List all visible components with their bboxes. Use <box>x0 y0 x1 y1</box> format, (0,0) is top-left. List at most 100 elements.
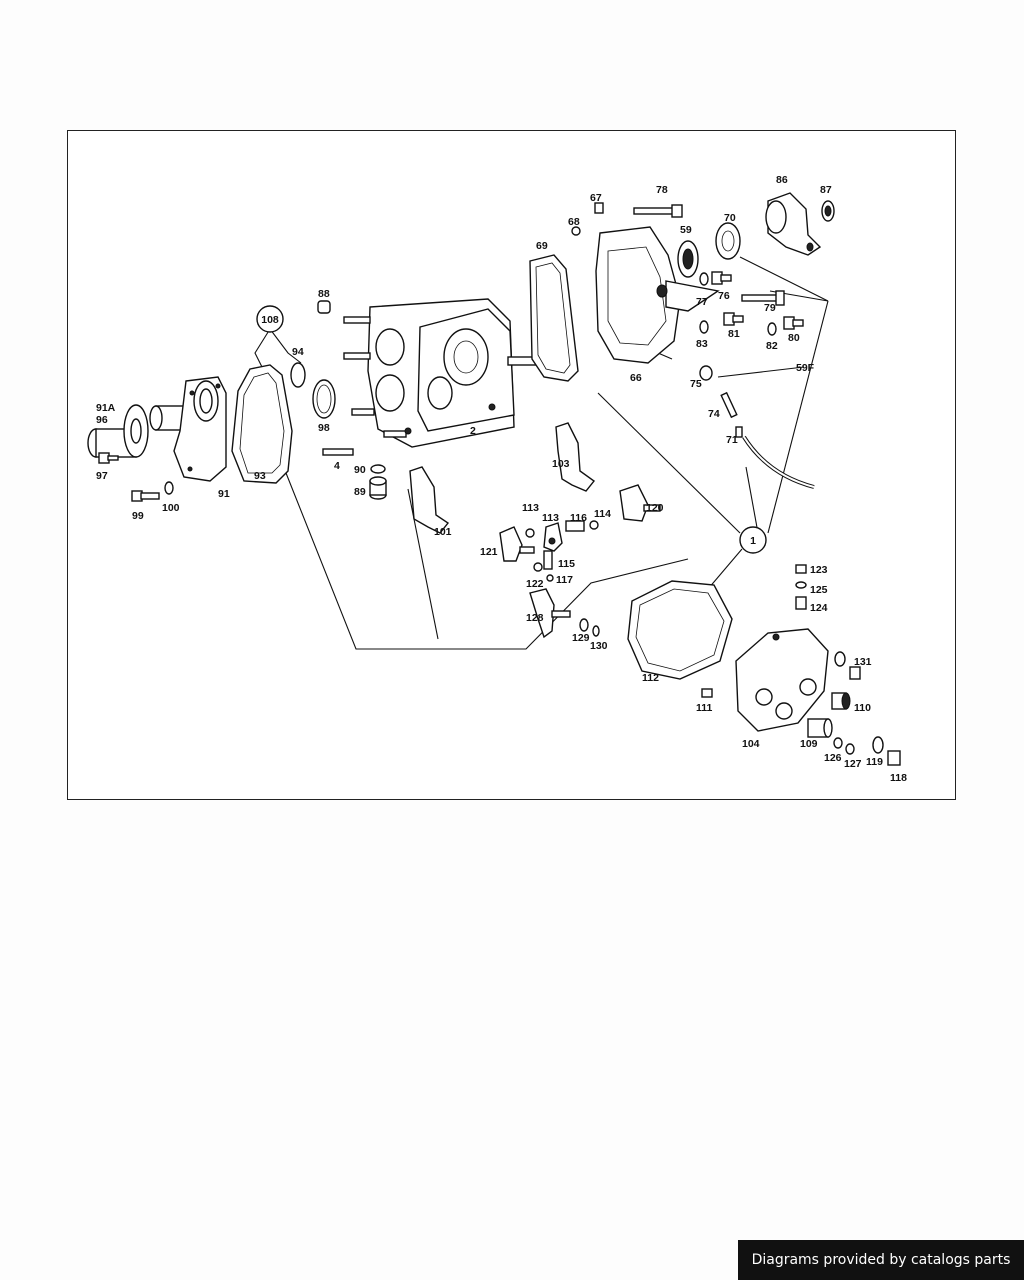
label-p114: 115 <box>558 558 575 570</box>
label-p130: 131 <box>854 656 872 668</box>
label-p122: 123 <box>810 564 828 576</box>
label-p59: 59 <box>680 224 692 236</box>
gasket-93 <box>231 364 293 484</box>
bushing-109 <box>831 692 851 710</box>
bolt-78 <box>633 204 683 218</box>
ring-124 <box>795 581 807 589</box>
label-p81: 81 <box>728 328 740 340</box>
label-p77: 77 <box>696 296 708 308</box>
seal-94 <box>290 362 306 388</box>
bolt-80 <box>783 316 804 330</box>
label-p1: 1 <box>750 535 756 547</box>
label-p69: 69 <box>536 240 548 252</box>
clip-126 <box>845 743 855 755</box>
label-p68: 68 <box>568 216 580 228</box>
label-p101: 101 <box>434 526 452 538</box>
label-p115: 116 <box>570 512 587 524</box>
label-p91: 91 <box>218 488 230 500</box>
label-p90: 90 <box>354 464 366 476</box>
label-p104: 104 <box>742 738 760 750</box>
seal-70 <box>715 222 741 260</box>
flange-86 <box>765 192 822 256</box>
bolt-79 <box>741 290 785 306</box>
label-p71: 71 <box>726 434 738 446</box>
label-p118: 119 <box>866 756 883 768</box>
bolt-76 <box>711 271 732 285</box>
label-p66: 66 <box>630 372 642 384</box>
bolt-99 <box>131 490 160 502</box>
label-p124: 125 <box>810 584 828 596</box>
label-p67: 67 <box>590 192 602 204</box>
ball-121 <box>533 562 543 572</box>
label-p93: 93 <box>254 470 266 482</box>
gasket-69 <box>529 254 579 382</box>
plug-122 <box>795 564 807 574</box>
label-p91A: 91A <box>96 402 116 414</box>
label-p75: 75 <box>690 378 702 390</box>
ball-116 <box>546 574 554 582</box>
label-p2: 2 <box>470 425 476 437</box>
label-p128: 129 <box>572 632 590 644</box>
ring-118 <box>872 736 884 754</box>
label-p113a: 113 <box>522 502 539 514</box>
label-p86: 86 <box>776 174 788 186</box>
shift-fork-101 <box>409 466 450 534</box>
gearbox-case-2 <box>343 298 569 448</box>
ring-98 <box>312 379 336 419</box>
bracket-112 <box>543 522 563 552</box>
label-p80: 80 <box>788 332 800 344</box>
label-p89: 89 <box>354 486 366 498</box>
bolt-130 <box>849 666 861 680</box>
label-p88: 88 <box>318 288 330 300</box>
plug-89 <box>369 476 387 500</box>
plug-88 <box>317 300 331 314</box>
ring-90 <box>370 464 386 474</box>
label-p109: 110 <box>854 702 871 714</box>
leader-lines <box>254 256 829 650</box>
stud-4 <box>322 448 354 456</box>
label-p59F: 59F <box>796 362 815 374</box>
selector-120 <box>499 526 535 562</box>
label-p99: 99 <box>132 510 144 522</box>
ball-68 <box>571 226 581 236</box>
callout-circle-92 <box>256 305 284 333</box>
intermediate-housing-66 <box>595 226 720 364</box>
gasket-111 <box>627 580 733 680</box>
label-p110: 111 <box>696 702 713 714</box>
ring-83 <box>699 320 709 334</box>
exploded-parts-diagram: 108 1 2 4 59 59F 66 67 68 69 70 71 74 75… <box>67 130 956 800</box>
detent-113b <box>589 520 599 530</box>
spring-115 <box>565 520 585 532</box>
clip-129 <box>592 625 600 637</box>
label-p116: 117 <box>556 574 573 586</box>
label-p4: 4 <box>334 460 340 472</box>
ring-125 <box>833 737 843 749</box>
label-p121: 122 <box>526 578 544 590</box>
shift-fork-103 <box>555 422 596 492</box>
label-p127: 128 <box>526 612 544 624</box>
label-p70: 70 <box>724 212 736 224</box>
label-p96: 96 <box>96 414 108 426</box>
label-p74: 74 <box>708 408 720 420</box>
label-p123: 124 <box>810 602 828 614</box>
ring-82 <box>767 322 777 336</box>
label-p111: 112 <box>642 672 659 684</box>
lever-127 <box>529 588 571 639</box>
bolt-81 <box>723 312 744 326</box>
bearing-59 <box>677 240 699 278</box>
label-p92: 108 <box>261 314 279 326</box>
diagram-drawing: 108 1 2 4 59 59F 66 67 68 69 70 71 74 75… <box>87 174 907 784</box>
callout-circle-1 <box>739 526 767 554</box>
label-p103: 103 <box>552 458 570 470</box>
label-p97: 97 <box>96 470 108 482</box>
bolt-117 <box>887 750 901 766</box>
bushing-108 <box>807 718 833 738</box>
ring-77 <box>699 272 709 286</box>
pin-110 <box>701 688 713 698</box>
spring-114 <box>543 550 553 570</box>
label-p100: 100 <box>162 502 180 514</box>
shaft-74 <box>720 391 738 419</box>
callout-labels: 108 1 2 4 59 59F 66 67 68 69 70 71 74 75… <box>96 174 907 784</box>
label-p117: 118 <box>890 772 907 784</box>
speedo-cable-71 <box>735 426 815 489</box>
